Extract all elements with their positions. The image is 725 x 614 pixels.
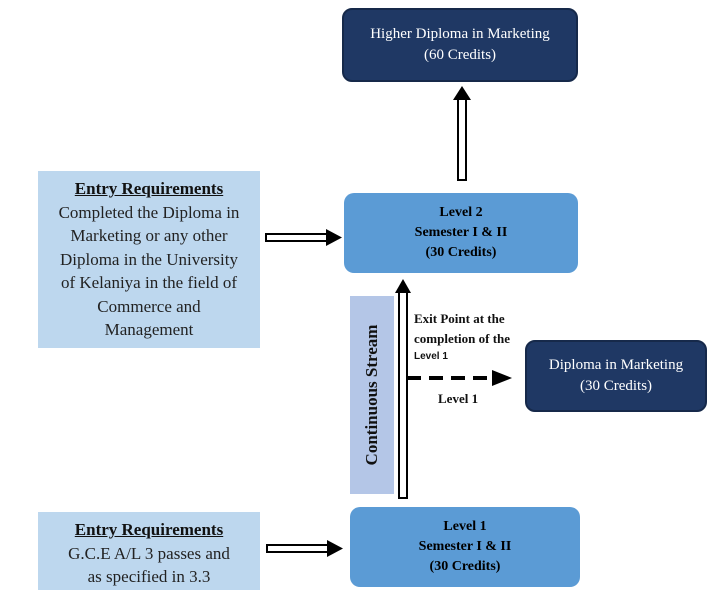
exit-point-note: Exit Point at the completion of the Leve… bbox=[414, 309, 510, 365]
level1-semester: Semester I & II bbox=[418, 539, 512, 554]
diploma-title: Diploma in Marketing bbox=[548, 357, 684, 373]
level1-title: Level 1 bbox=[443, 519, 487, 534]
arrow-exit-to-diploma bbox=[407, 370, 512, 386]
level2-title: Level 2 bbox=[439, 205, 483, 220]
level2-credits: (30 Credits) bbox=[425, 245, 497, 260]
entry-requirements-bottom: Entry Requirements G.C.E A/L 3 passes an… bbox=[38, 512, 260, 590]
entry-bottom-line: G.C.E A/L 3 passes and bbox=[68, 543, 230, 563]
level1-credits: (30 Credits) bbox=[429, 559, 501, 574]
exit-note-line2: completion of the bbox=[414, 331, 511, 346]
continuous-stream-band: Continuous Stream bbox=[350, 296, 394, 494]
entry-top-line: Marketing or any other bbox=[70, 226, 228, 245]
higher-diploma-credits: (60 Credits) bbox=[423, 47, 497, 63]
entry-bottom-line: as specified in 3.3 bbox=[87, 567, 211, 586]
arrow-level2-to-higher-diploma bbox=[453, 86, 471, 181]
exit-note-line3: Level 1 bbox=[414, 351, 448, 362]
entry-top-line: of Kelaniya in the field of bbox=[60, 273, 238, 292]
entry-top-line: Completed the Diploma in bbox=[58, 202, 240, 222]
arrow-level1-to-level2 bbox=[395, 279, 411, 499]
level2-semester: Semester I & II bbox=[414, 225, 508, 240]
entry-top-line: Diploma in the University bbox=[59, 249, 238, 269]
level1-box: Level 1 Semester I & II (30 Credits) bbox=[350, 507, 580, 587]
arrow-entry-bottom-to-level1 bbox=[266, 540, 343, 557]
higher-diploma-box: Higher Diploma in Marketing (60 Credits) bbox=[342, 8, 578, 82]
entry-bottom-heading: Entry Requirements bbox=[74, 520, 224, 539]
exit-level-label: Level 1 bbox=[438, 391, 479, 406]
continuous-stream-label: Continuous Stream bbox=[362, 324, 381, 466]
diploma-box: Diploma in Marketing (30 Credits) bbox=[525, 340, 707, 412]
diploma-credits: (30 Credits) bbox=[579, 378, 653, 394]
higher-diploma-title: Higher Diploma in Marketing bbox=[370, 26, 550, 42]
arrow-entry-top-to-level2 bbox=[265, 229, 342, 246]
exit-note-line1: Exit Point at the bbox=[414, 311, 505, 326]
entry-top-line: Management bbox=[104, 320, 194, 339]
entry-top-line: Commerce and bbox=[97, 296, 201, 316]
entry-requirements-top: Entry Requirements Completed the Diploma… bbox=[38, 171, 260, 348]
entry-top-heading: Entry Requirements bbox=[74, 179, 224, 198]
level2-box: Level 2 Semester I & II (30 Credits) bbox=[344, 193, 578, 273]
